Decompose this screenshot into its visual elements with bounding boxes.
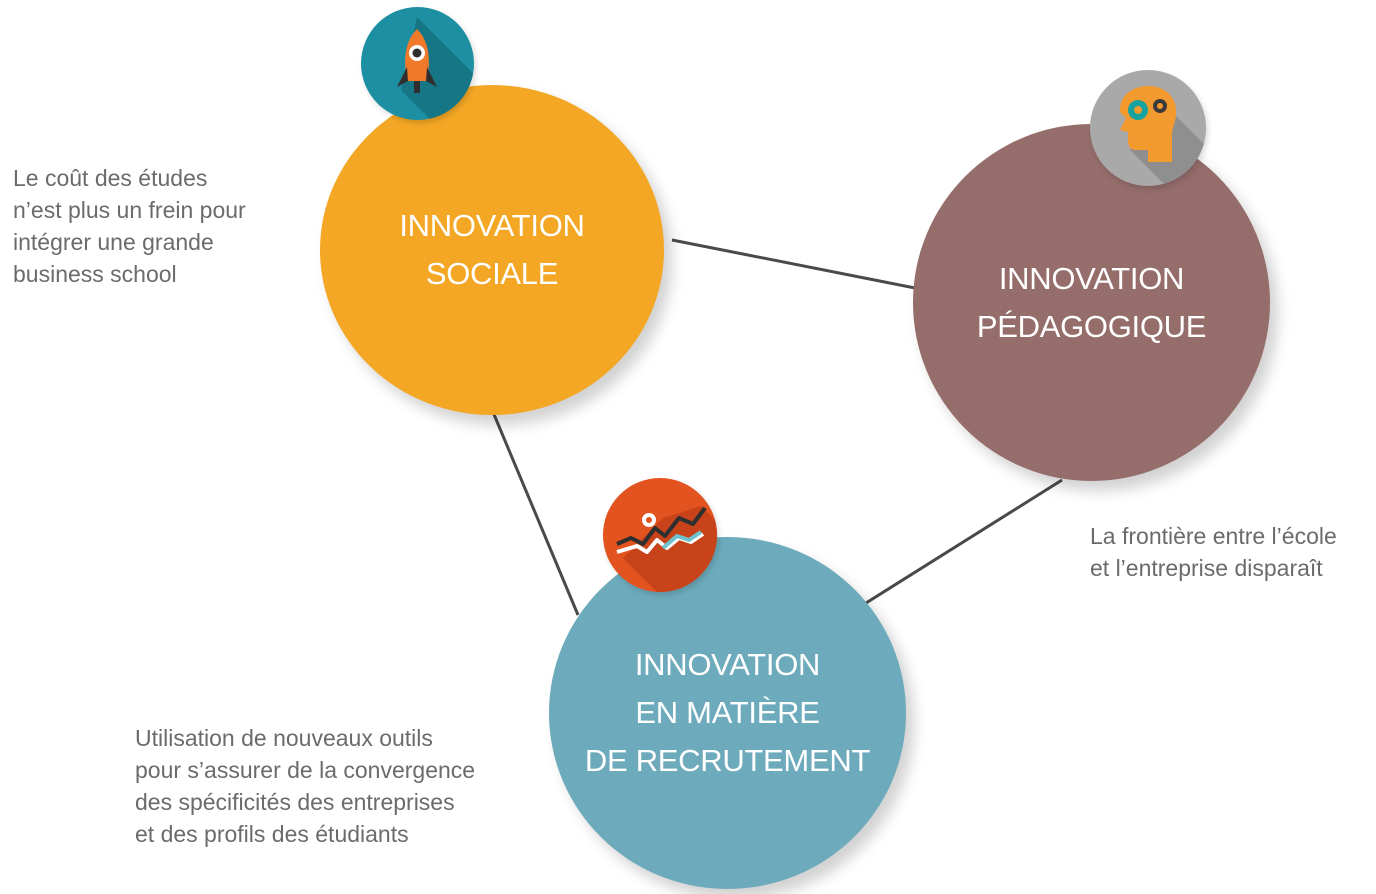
node-title-line: INNOVATION xyxy=(634,647,821,682)
description-sociale: Le coût des études n’est plus un frein p… xyxy=(13,162,246,290)
description-line: et des profils des étudiants xyxy=(135,821,409,847)
rocket-icon xyxy=(361,7,474,120)
description-line: Le coût des études xyxy=(13,165,208,191)
description-line: des spécificités des entreprises xyxy=(135,789,455,815)
node-innovation-pedagogique: INNOVATION PÉDAGOGIQUE xyxy=(913,124,1270,481)
node-title-line: EN MATIÈRE xyxy=(635,695,820,730)
node-title-line: INNOVATION xyxy=(998,260,1185,296)
description-line: intégrer une grande xyxy=(13,229,214,255)
connector-sociale-pedagogique xyxy=(671,238,916,290)
description-line: La frontière entre l’école xyxy=(1090,523,1337,549)
description-line: n’est plus un frein pour xyxy=(13,197,246,223)
node-title-line: INNOVATION xyxy=(399,208,585,243)
description-line: et l’entreprise disparaît xyxy=(1090,555,1323,581)
description-pedagogique: La frontière entre l’école et l’entrepri… xyxy=(1090,520,1337,584)
node-title-line: PÉDAGOGIQUE xyxy=(976,308,1207,344)
node-innovation-sociale: INNOVATION SOCIALE xyxy=(320,85,664,415)
node-innovation-recrutement: INNOVATION EN MATIÈRE DE RECRUTEMENT xyxy=(549,537,906,889)
connector-sociale-recrutement xyxy=(491,411,580,616)
connector-pedagogique-recrutement xyxy=(865,478,1063,605)
description-line: Utilisation de nouveaux outils xyxy=(135,725,433,751)
node-title-line: DE RECRUTEMENT xyxy=(584,743,871,778)
description-line: pour s’assurer de la convergence xyxy=(135,757,476,783)
head-gears-icon xyxy=(1090,70,1206,186)
node-title-line: SOCIALE xyxy=(425,256,559,291)
description-recrutement: Utilisation de nouveaux outils pour s’as… xyxy=(135,722,475,850)
description-line: business school xyxy=(13,261,177,287)
line-chart-icon xyxy=(603,478,717,592)
